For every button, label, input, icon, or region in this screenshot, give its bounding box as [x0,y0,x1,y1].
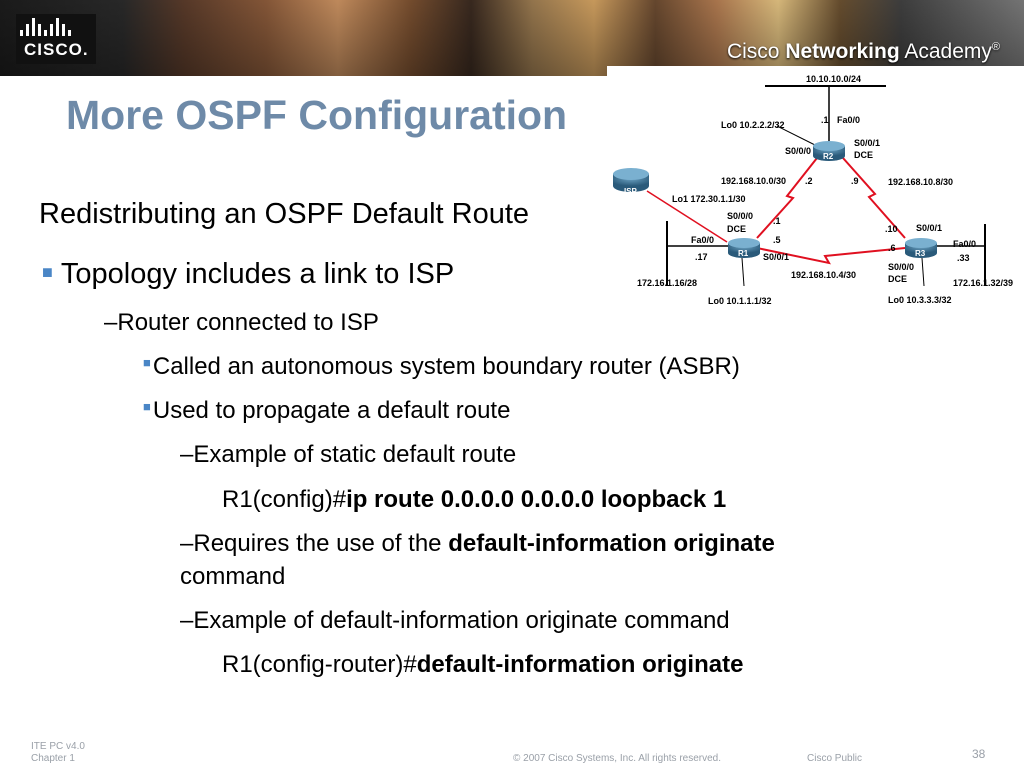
label-net-r1r3: 192.168.10.4/30 [791,270,856,280]
code-prompt: R1(config-router)# [222,651,417,678]
label-r3-ip-left: .6 [888,243,896,253]
label-r3-ip-up: .10 [885,224,898,234]
router-icon [728,238,760,258]
code-static-route: R1(config)#ip route 0.0.0.0 0.0.0.0 loop… [222,486,726,514]
academy-suffix: Academy [899,40,992,63]
label-isp-name: ISP [624,187,638,196]
label-r3-fa-ip: .33 [957,253,970,263]
bullet-square-icon: ■ [42,262,53,282]
bullet-example-dio: –Example of default-information originat… [180,607,730,635]
serial-link-icon [756,157,818,239]
label-r2-lan: 10.10.10.0/24 [806,74,861,84]
dash: – [180,530,194,557]
label-r2-name: R2 [823,152,834,161]
footer-copyright: © 2007 Cisco Systems, Inc. All rights re… [513,753,722,764]
label-net-r1r2: 192.168.10.0/30 [721,176,786,186]
topology-panel [607,66,1024,310]
slide-title: More OSPF Configuration [66,92,568,138]
academy-brand: Cisco Networking Academy® [727,40,1000,64]
router-icon [813,141,845,161]
label-r1-s000: S0/0/0 [727,211,753,221]
cisco-logo-text: CISCO. [24,40,89,59]
code-prompt: R1(config)# [222,486,347,513]
serial-link-icon [842,157,906,239]
label-r3-dce: DCE [888,274,907,284]
label-r2-dce: DCE [854,150,873,160]
bullet-propagate: ■Used to propagate a default route [143,397,510,425]
bullet-asbr-text: Called an autonomous system boundary rou… [152,353,740,380]
header-banner: CISCO. Cisco Networking Academy® [0,0,1024,76]
bullet-square-icon: ■ [143,399,151,414]
code-command: ip route 0.0.0.0 0.0.0.0 loopback 1 [346,486,727,513]
bullet-example-dio-text: Example of default-information originate… [193,607,730,634]
label-r3-s001: S0/0/1 [916,223,942,233]
bullet-requires-cont: command [180,563,286,590]
footer-page-number: 38 [972,747,986,761]
academy-bold: Networking [785,40,900,63]
bullet-router-isp-text: Router connected to ISP [117,309,379,336]
label-r2-fa: Fa0/0 [837,115,860,125]
footer-course: ITE PC v4.0 [31,741,85,752]
bullet-square-icon: ■ [143,355,151,370]
footer-classification: Cisco Public [807,753,863,764]
banner-photo-strip [0,0,1024,76]
label-r2-ip-left: .2 [805,176,813,186]
label-net-r3-lan: 172.16.1.32/39 [953,278,1013,288]
label-r1-ip-right: .5 [773,235,781,245]
label-r2-lo: Lo0 10.2.2.2/32 [721,120,785,130]
label-r1-name: R1 [738,249,749,258]
cisco-logo-icon: CISCO. [16,14,96,64]
label-r1-lo0: Lo0 10.1.1.1/32 [708,296,772,306]
slide-subtitle: Redistributing an OSPF Default Route [39,198,530,230]
bullet-topology: ■ Topology includes a link to ISP [42,258,454,291]
bullet-requires: –Requires the use of the default-informa… [180,530,775,558]
bullet-router-isp: –Router connected to ISP [104,309,379,337]
label-net-r2r3: 192.168.10.8/30 [888,177,953,187]
registered-mark: ® [991,41,1000,53]
dash: – [104,309,118,336]
router-icon [905,238,937,258]
topology-diagram: 10.10.10.0/24 Lo0 10.2.2.2/32 .1 Fa0/0 S… [613,74,1013,306]
router-icon [613,168,649,192]
label-r1-fa-ip: .17 [695,252,708,262]
bullet-requires-text: Requires the use of the [193,530,449,557]
label-r2-s001: S0/0/1 [854,138,880,148]
label-r3-s000: S0/0/0 [888,262,914,272]
label-r1-ip-up: .1 [773,216,781,226]
code-dio: R1(config-router)#default-information or… [222,651,743,679]
bullet-propagate-text: Used to propagate a default route [152,397,511,424]
label-r1-s001: S0/0/1 [763,252,789,262]
bullet-asbr: ■Called an autonomous system boundary ro… [143,353,740,381]
bullet-example-static-text: Example of static default route [193,441,517,468]
code-command: default-information originate [416,651,744,678]
label-r3-name: R3 [915,249,926,258]
label-r2-fa-ip: .1 [821,115,829,125]
serial-link-icon [756,247,906,265]
label-r2-ip-right: .9 [851,176,859,186]
label-r1-lo1: Lo1 172.30.1.1/30 [672,194,746,204]
label-r1-fa: Fa0/0 [691,235,714,245]
label-r3-lo0: Lo0 10.3.3.3/32 [888,295,952,305]
bullet-example-static: –Example of static default route [180,441,516,469]
academy-prefix: Cisco [726,40,786,63]
label-net-r1-lan: 172.16.1.16/28 [637,278,697,288]
footer-chapter: Chapter 1 [31,753,75,764]
label-r1-dce: DCE [727,224,746,234]
bullet-topology-text: Topology includes a link to ISP [60,258,455,290]
label-r2-s000: S0/0/0 [785,146,811,156]
bullet-requires-bold: default-information originate [448,530,775,557]
dash: – [180,441,194,468]
label-r3-fa: Fa0/0 [953,239,976,249]
dash: – [180,607,194,634]
